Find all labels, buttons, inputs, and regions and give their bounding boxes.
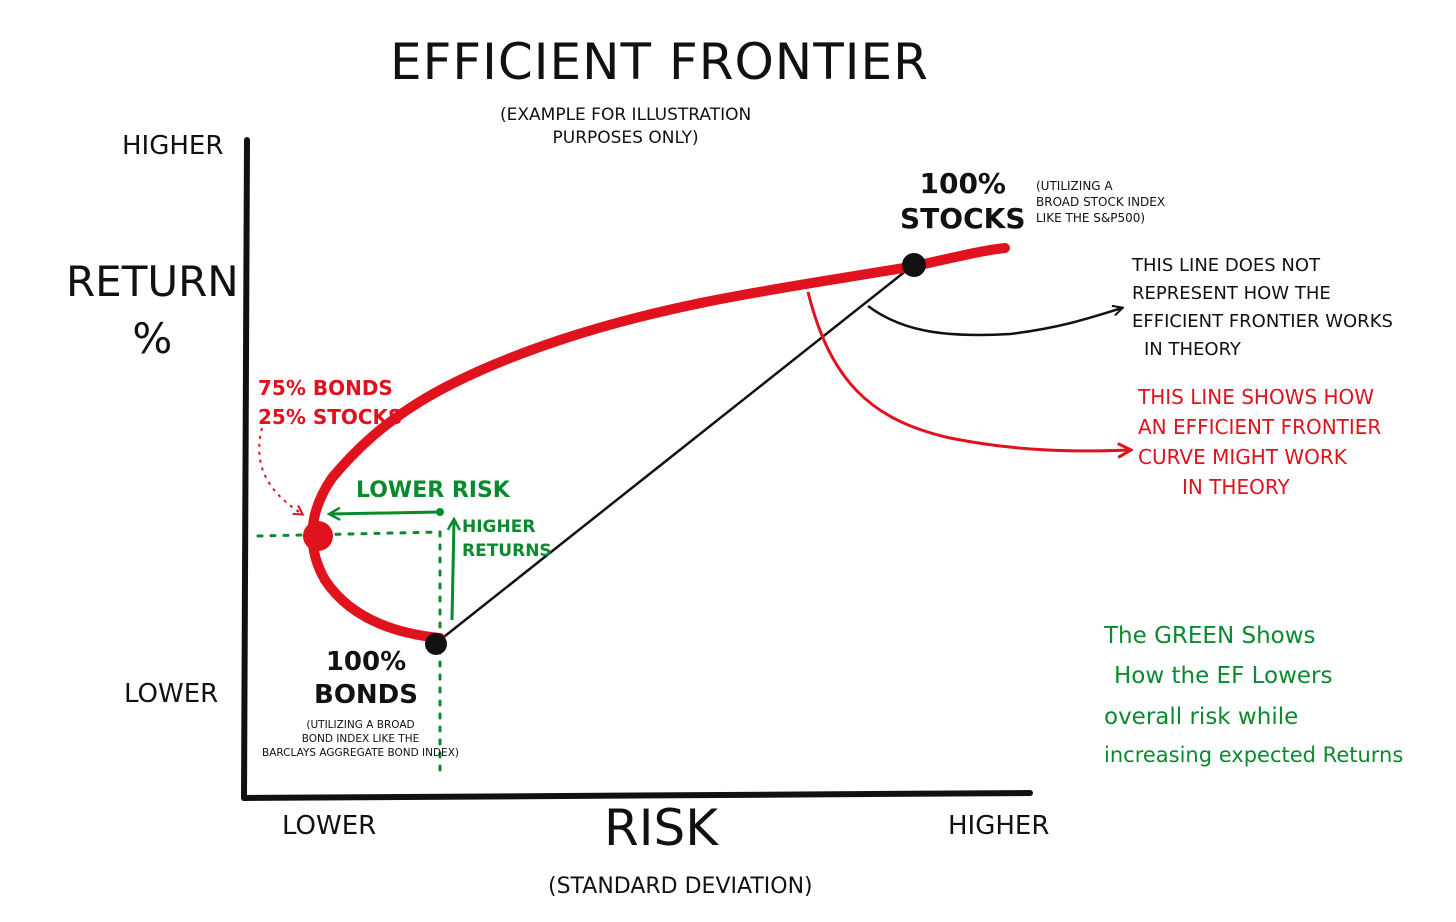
bonds-point-label-line-2: BONDS xyxy=(314,679,418,710)
mix-point-label-line-1: 75% BONDS xyxy=(258,376,393,400)
black-note-arrow xyxy=(867,306,1122,337)
higher-returns-line-1: HIGHER xyxy=(462,517,536,537)
y-axis-label-line-2: % xyxy=(132,313,173,363)
green-explanation-note: The GREEN Shows How the EF Lowers overal… xyxy=(1104,616,1403,774)
stocks-point-label-line-1: 100% xyxy=(919,167,1006,200)
y-axis-low-label: LOWER xyxy=(124,679,219,709)
red-line-note: THIS LINE SHOWS HOW AN EFFICIENT FRONTIE… xyxy=(1138,382,1381,502)
bonds-point-label-line-1: 100% xyxy=(325,647,407,677)
green-note-line-2: How the EF Lowers xyxy=(1114,663,1333,690)
subtitle: (EXAMPLE FOR ILLUSTRATION PURPOSES ONLY) xyxy=(500,104,751,150)
x-axis-sublabel: (STANDARD DEVIATION) xyxy=(548,874,813,899)
subtitle-line-2: PURPOSES ONLY) xyxy=(552,127,699,148)
stocks-point-label-line-2: STOCKS xyxy=(900,202,1026,235)
mix-point-label-line-2: 25% STOCKS xyxy=(258,405,403,429)
higher-returns-line-2: RETURNS xyxy=(462,540,552,561)
y-axis-label-line-1: RETURN xyxy=(66,257,239,306)
x-axis-label: RISK xyxy=(604,799,719,857)
straight-portfolio-line xyxy=(439,265,913,641)
page-title: EFFICIENT FRONTIER xyxy=(390,33,929,91)
lower-risk-arrow-start-dot xyxy=(436,508,444,516)
lower-risk-label: LOWER RISK xyxy=(356,478,510,503)
bonds-note-line-2: BOND INDEX LIKE THE xyxy=(301,733,420,746)
black-note-line-4: IN THEORY xyxy=(1144,338,1241,360)
lower-risk-arrow xyxy=(330,512,441,514)
green-note-line-3: overall risk while xyxy=(1104,703,1299,730)
x-axis-line xyxy=(241,790,1033,801)
red-note-line-3: CURVE MIGHT WORK xyxy=(1138,445,1347,469)
mix-portfolio-point xyxy=(303,521,333,551)
y-axis-high-label: HIGHER xyxy=(122,131,224,161)
mix-pointer-arrow xyxy=(258,427,302,514)
y-axis-line xyxy=(241,137,250,801)
red-note-line-1: THIS LINE SHOWS HOW xyxy=(1138,385,1375,409)
bonds-point-label: 100% BONDS xyxy=(314,646,418,711)
higher-returns-label: HIGHER RETURNS xyxy=(462,516,552,564)
bonds-note-line-3: BARCLAYS AGGREGATE BOND INDEX) xyxy=(262,747,459,760)
stocks-portfolio-point xyxy=(902,253,926,277)
subtitle-line-1: (EXAMPLE FOR ILLUSTRATION xyxy=(500,105,752,125)
bonds-note-line-1: (UTILIZING A BROAD xyxy=(306,719,415,731)
green-dotted-guide-horizontal xyxy=(256,530,442,538)
green-note-line-1: The GREEN Shows xyxy=(1104,623,1316,649)
stocks-note-line-2: BROAD STOCK INDEX xyxy=(1036,195,1166,210)
black-note-line-2: REPRESENT HOW THE xyxy=(1132,282,1331,304)
black-line-note: THIS LINE DOES NOT REPRESENT HOW THE EFF… xyxy=(1132,252,1393,364)
red-note-line-4: IN THEORY xyxy=(1182,475,1290,499)
bonds-portfolio-point xyxy=(425,633,447,655)
efficient-frontier-curve xyxy=(307,243,1010,643)
green-note-line-4: increasing expected Returns xyxy=(1104,742,1404,767)
y-axis-label: RETURN % xyxy=(66,254,239,367)
stocks-note-line-3: LIKE THE S&P500) xyxy=(1036,211,1146,226)
black-note-line-1: THIS LINE DOES NOT xyxy=(1132,255,1321,276)
bonds-point-note: (UTILIZING A BROAD BOND INDEX LIKE THE B… xyxy=(262,718,459,761)
black-note-line-3: EFFICIENT FRONTIER WORKS xyxy=(1132,310,1393,332)
x-axis-high-label: HIGHER xyxy=(948,811,1050,841)
stocks-note-line-1: (UTILIZING A xyxy=(1036,179,1113,193)
stocks-point-note: (UTILIZING A BROAD STOCK INDEX LIKE THE … xyxy=(1036,178,1165,227)
x-axis-low-label: LOWER xyxy=(282,811,377,841)
mix-point-label: 75% BONDS 25% STOCKS xyxy=(258,374,402,432)
red-note-line-2: AN EFFICIENT FRONTIER xyxy=(1138,415,1382,439)
red-note-arrow xyxy=(806,291,1130,451)
higher-returns-arrow xyxy=(452,520,454,621)
stocks-point-label: 100% STOCKS xyxy=(900,166,1025,236)
